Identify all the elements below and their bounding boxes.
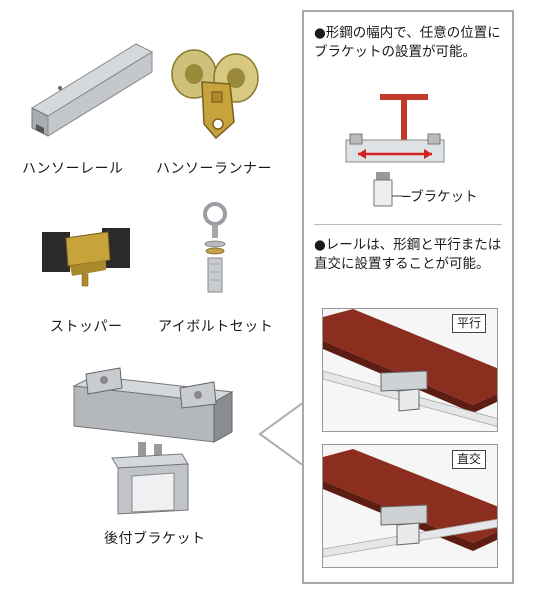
cross-view bbox=[322, 444, 498, 568]
bracket-caption: 後付ブラケット bbox=[104, 531, 206, 547]
stopper-image bbox=[36, 214, 136, 294]
panel-divider bbox=[314, 224, 502, 225]
runner-image bbox=[160, 38, 270, 148]
cross-tag: 直交 bbox=[452, 450, 487, 469]
bracket-image bbox=[64, 360, 244, 520]
runner-caption: ハンソーランナー bbox=[156, 161, 272, 177]
parallel-tag: 平行 bbox=[452, 314, 487, 333]
callout-pointer bbox=[258, 400, 306, 470]
eyebolt-image bbox=[190, 200, 240, 300]
rail-caption: ハンソーレール bbox=[22, 161, 124, 177]
note-rail-orientation: ●レールは、形鋼と平行または直交に設置することが可能。 bbox=[314, 237, 502, 272]
note-bracket-position: ●形鋼の幅内で、任意の位置にブラケットの設置が可能。 bbox=[314, 25, 501, 60]
bracket-position-diagram bbox=[340, 88, 450, 218]
stopper-caption: ストッパー bbox=[50, 319, 123, 335]
rail-image bbox=[18, 38, 158, 138]
eyebolt-caption: アイボルトセット bbox=[158, 319, 274, 335]
bracket-label: ─ブラケット bbox=[402, 188, 478, 207]
bracket-label-text: ─ブラケット bbox=[402, 189, 478, 205]
